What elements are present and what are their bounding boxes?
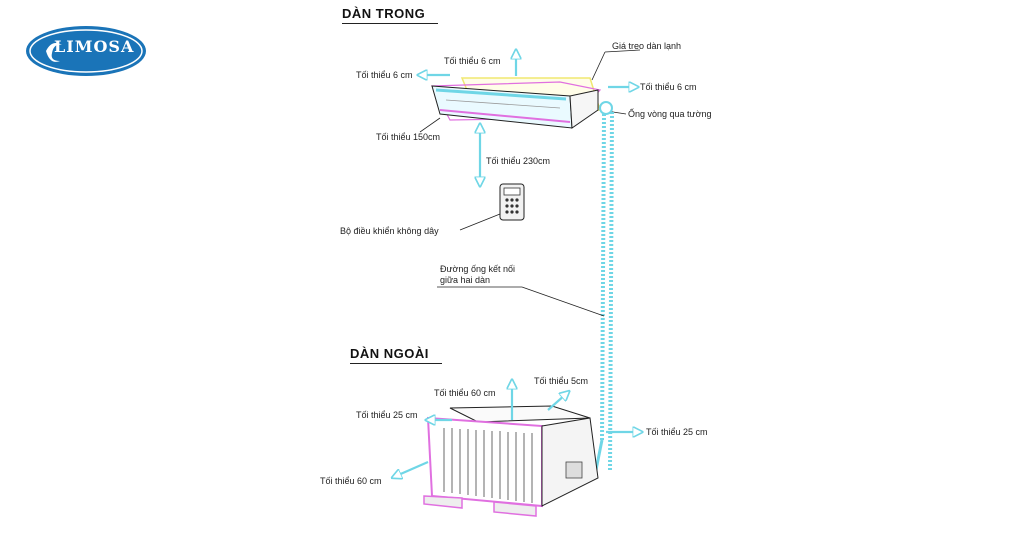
limosa-logo [26, 26, 146, 76]
label-outdoor-front: Tối thiểu 60 cm [320, 476, 382, 486]
connecting-pipe [594, 111, 614, 471]
label-indoor-right: Tối thiểu 6 cm [640, 82, 697, 92]
wall-pipe-icon [599, 101, 613, 115]
outdoor-title: DÀN NGOÀI [350, 346, 429, 361]
arrow-outdoor-front [396, 460, 429, 476]
remote-control-icon [499, 183, 525, 221]
label-pipe-line1: Đường ống kết nối [440, 264, 515, 274]
label-indoor-bottom-left: Tối thiểu 150cm [376, 132, 441, 142]
logo-text: LIMOSA [54, 37, 135, 56]
label-outdoor-top: Tối thiểu 60 cm [434, 388, 496, 398]
label-indoor-top: Tối thiểu 6 cm [444, 56, 501, 66]
label-outdoor-right: Tối thiểu 25 cm [646, 427, 708, 437]
label-indoor-left: Tối thiểu 6 cm [356, 70, 413, 80]
label-pipe-line2: giữa hai dàn [440, 275, 491, 285]
label-bracket: Giá treo dàn lạnh [612, 41, 682, 51]
label-wall-pipe: Ống vòng qua tường [628, 109, 712, 119]
indoor-title: DÀN TRONG [342, 6, 426, 21]
outdoor-unit [423, 405, 599, 517]
label-outdoor-top-right: Tối thiểu 5cm [534, 376, 589, 386]
label-indoor-floor: Tối thiểu 230cm [486, 156, 551, 166]
label-remote: Bộ điều khiển không dây [340, 226, 439, 236]
label-outdoor-left: Tối thiểu 25 cm [356, 410, 418, 420]
arrow-outdoor-top-right [547, 394, 566, 411]
indoor-unit [431, 77, 602, 129]
